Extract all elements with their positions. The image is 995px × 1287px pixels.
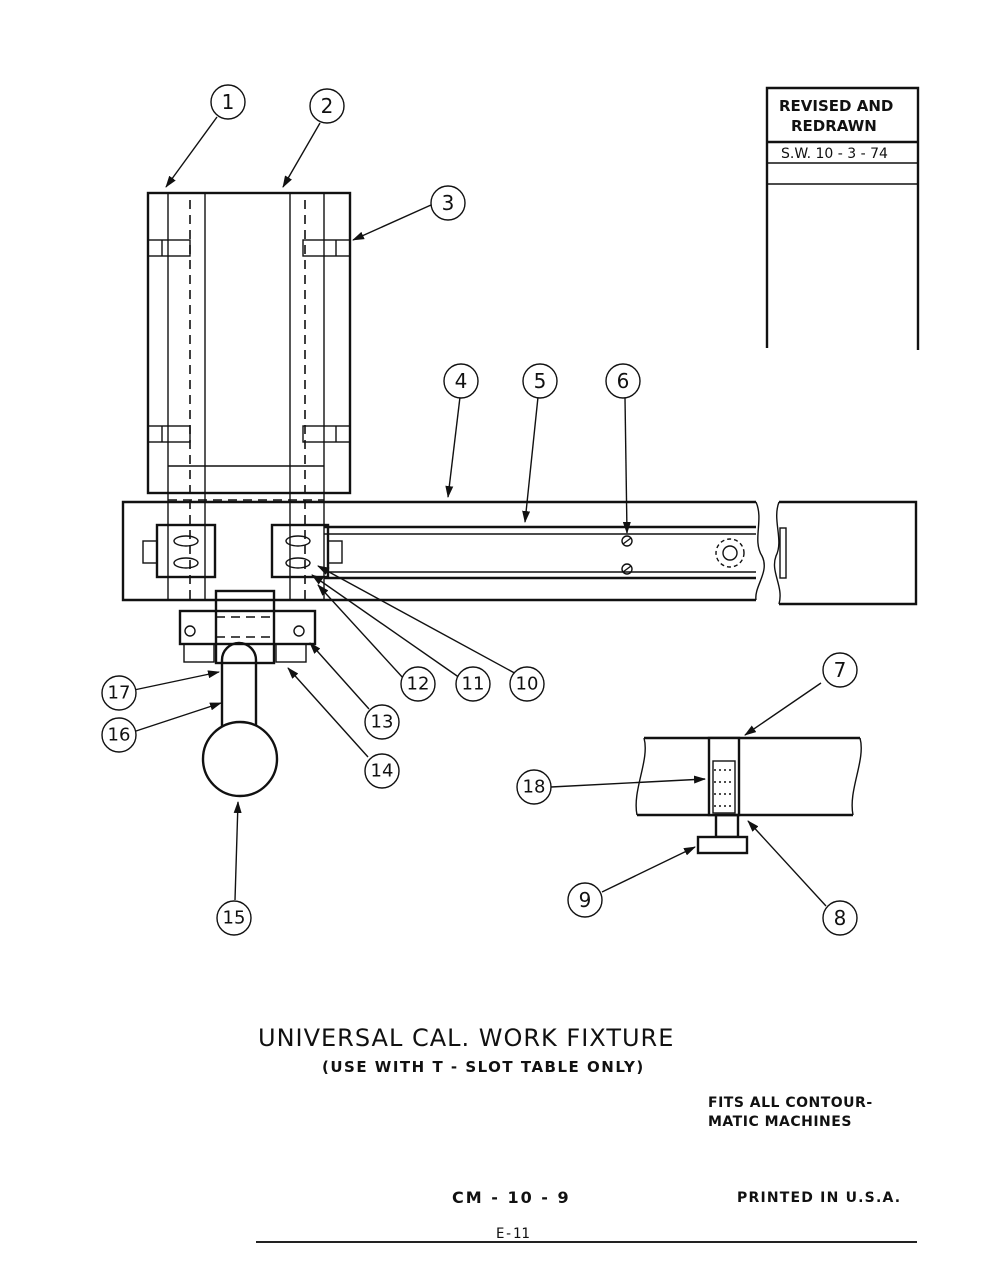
svg-text:3: 3 — [442, 191, 455, 215]
fits-note-line1: FITS ALL CONTOUR- — [708, 1095, 873, 1111]
callout-14: 14 — [364, 753, 400, 789]
callout-3: 3 — [430, 185, 466, 221]
revision-stamp: S.W. 10 - 3 - 74 — [781, 146, 888, 162]
svg-text:14: 14 — [371, 761, 394, 782]
callout-18: 18 — [516, 769, 552, 805]
fits-note-line2: MATIC MACHINES — [708, 1114, 852, 1130]
svg-text:10: 10 — [516, 674, 539, 695]
printed-note: PRINTED IN U.S.A. — [737, 1190, 902, 1206]
svg-text:8: 8 — [834, 906, 847, 930]
slide-blocks — [142, 523, 343, 579]
svg-text:7: 7 — [834, 658, 847, 682]
leader-lines — [133, 116, 827, 907]
revision-line1: REVISED AND — [779, 97, 893, 115]
drawing-code: CM - 10 - 9 — [452, 1188, 571, 1207]
callout-13: 13 — [364, 704, 400, 740]
callout-17: 17 — [101, 675, 137, 711]
callout-16: 16 — [101, 717, 137, 753]
revision-line2: REDRAWN — [791, 117, 877, 135]
svg-text:4: 4 — [455, 369, 468, 393]
svg-text:11: 11 — [462, 674, 485, 695]
callout-9: 9 — [567, 882, 603, 918]
callout-1: 1 — [210, 84, 246, 120]
svg-text:17: 17 — [108, 683, 131, 704]
callout-15: 15 — [216, 900, 252, 936]
callout-11: 11 — [455, 666, 491, 702]
callout-8: 8 — [822, 900, 858, 936]
svg-text:9: 9 — [579, 888, 592, 912]
drawing-subtitle: (USE WITH T - SLOT TABLE ONLY) — [322, 1058, 645, 1076]
callout-7: 7 — [822, 652, 858, 688]
footer-rule — [256, 1241, 917, 1243]
svg-text:12: 12 — [407, 674, 430, 695]
svg-text:16: 16 — [108, 725, 131, 746]
vertical-clamp-body — [146, 191, 352, 600]
lower-clamp — [178, 589, 317, 665]
page-number: E-11 — [496, 1226, 530, 1242]
callout-5: 5 — [522, 363, 558, 399]
callout-10: 10 — [509, 666, 545, 702]
callout-12: 12 — [400, 666, 436, 702]
callout-6: 6 — [605, 363, 641, 399]
svg-text:6: 6 — [617, 369, 630, 393]
callout-2: 2 — [309, 88, 345, 124]
drawing-title: UNIVERSAL CAL. WORK FIXTURE — [258, 1024, 675, 1052]
svg-text:15: 15 — [223, 908, 246, 929]
handle-knob — [201, 641, 279, 798]
section-detail — [635, 736, 862, 855]
callout-4: 4 — [443, 363, 479, 399]
base-rail — [121, 499, 918, 606]
revision-box: REVISED AND REDRAWN S.W. 10 - 3 - 74 — [765, 86, 920, 350]
svg-text:18: 18 — [523, 777, 546, 798]
svg-text:1: 1 — [222, 90, 235, 114]
fits-note: FITS ALL CONTOUR- MATIC MACHINES — [708, 1094, 873, 1132]
svg-text:5: 5 — [534, 369, 547, 393]
svg-text:13: 13 — [371, 712, 394, 733]
svg-text:2: 2 — [321, 94, 334, 118]
